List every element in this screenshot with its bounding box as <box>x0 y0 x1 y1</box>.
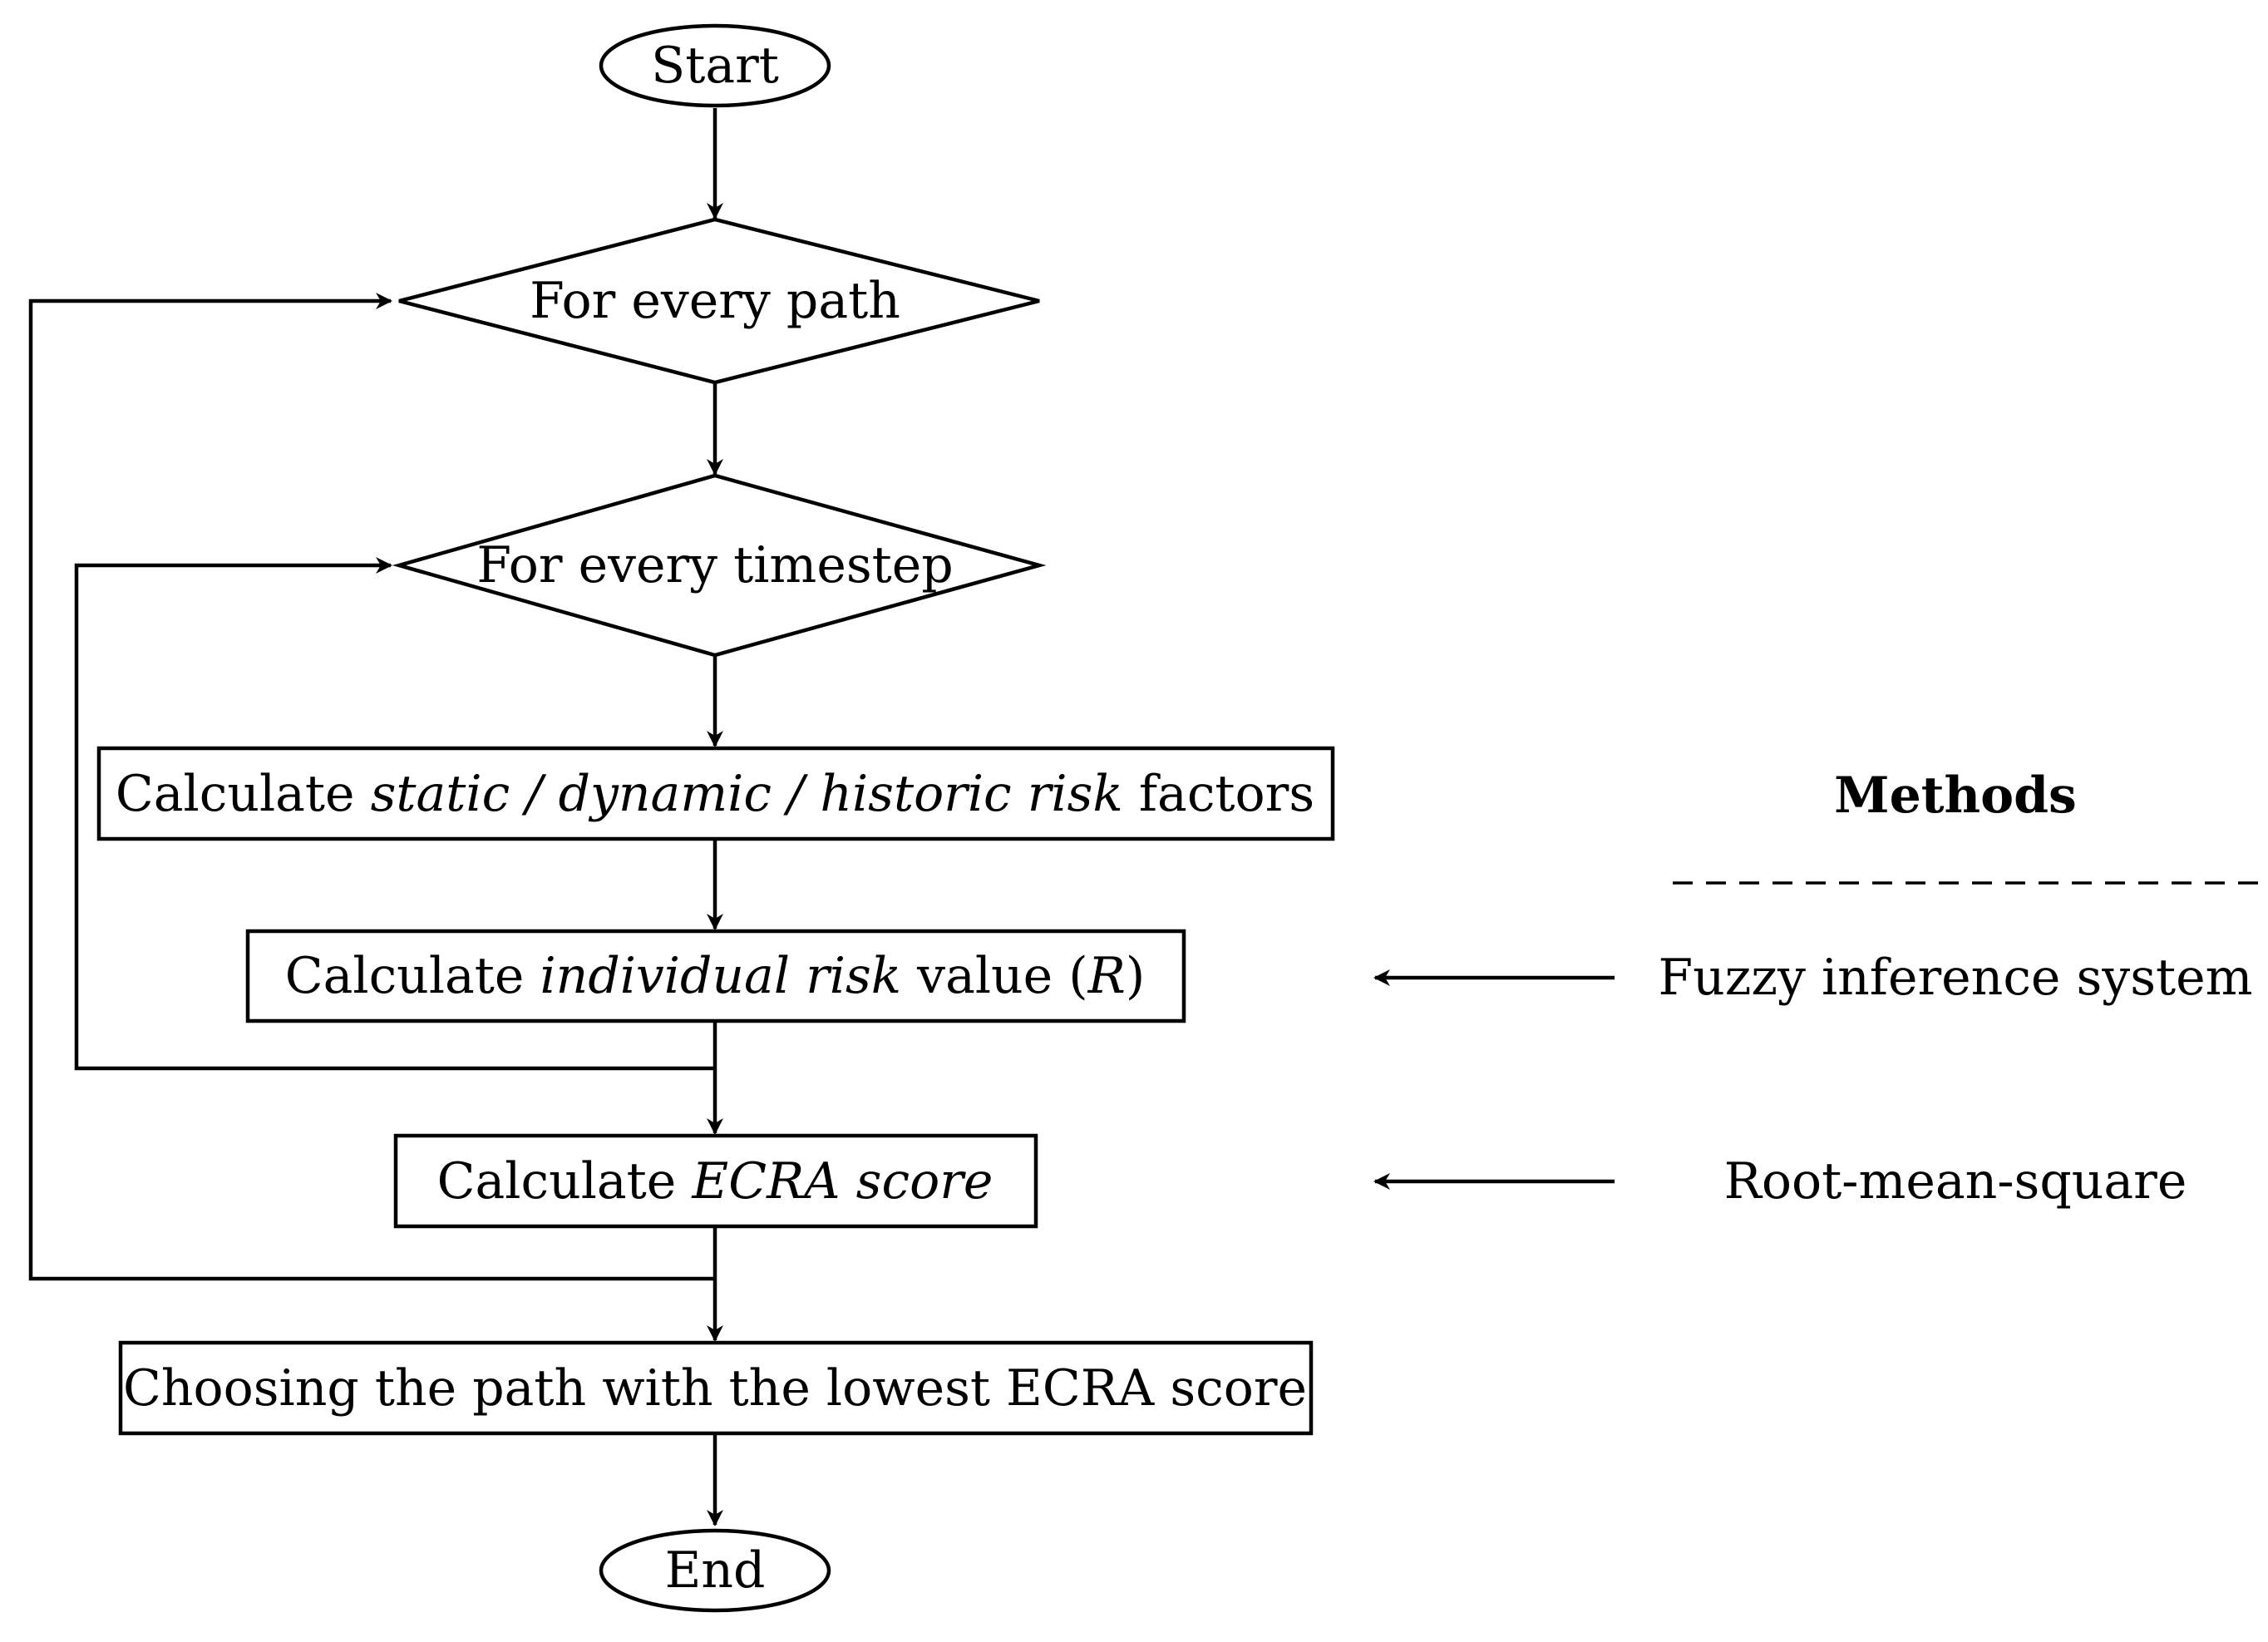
calculate-risk-factors-suffix: factors <box>1123 765 1314 823</box>
for-every-path-label: For every path <box>530 272 900 330</box>
choose-path-label: Choosing the path with the lowest ECRA s… <box>123 1359 1307 1418</box>
calculate-individual-risk-process: Calculate individual risk value (R) <box>245 929 1186 1023</box>
for-every-path-decision: For every path <box>398 217 1040 385</box>
calculate-individual-risk-prefix: Calculate <box>285 947 540 1005</box>
method-root-mean-square-label: Root-mean-square <box>1724 1152 2187 1211</box>
calculate-risk-factors-process: Calculate static / dynamic / historic ri… <box>96 746 1335 841</box>
for-every-timestep-label: For every timestep <box>476 536 953 594</box>
calculate-individual-risk-suffix: ) <box>1126 947 1145 1005</box>
start-terminal: Start <box>599 23 831 108</box>
loop-path-arrow <box>28 293 715 1281</box>
start-label: Start <box>651 37 779 95</box>
for-every-timestep-decision: For every timestep <box>392 473 1047 658</box>
loop-timestep-arrow <box>74 557 715 1071</box>
method-fuzzy-inference-label: Fuzzy inference system <box>1658 949 2252 1007</box>
calculate-individual-risk-middle: value ( <box>901 947 1088 1005</box>
calculate-individual-risk-italic: individual risk <box>540 947 901 1005</box>
calculate-risk-factors-label: Calculate static / dynamic / historic ri… <box>116 765 1314 823</box>
end-terminal: End <box>599 1528 831 1613</box>
calculate-risk-factors-italic: static / dynamic / historic risk <box>371 765 1123 823</box>
methods-title: Methods <box>1834 767 2077 825</box>
calculate-individual-risk-symbol: R <box>1087 947 1126 1005</box>
calculate-ecra-score-process: Calculate ECRA score <box>393 1133 1038 1229</box>
calculate-ecra-score-label: Calculate ECRA score <box>437 1152 993 1211</box>
calculate-individual-risk-label: Calculate individual risk value (R) <box>285 947 1146 1005</box>
calculate-ecra-score-italic: ECRA score <box>691 1152 993 1211</box>
end-label: End <box>665 1541 766 1600</box>
calculate-ecra-score-prefix: Calculate <box>437 1152 693 1211</box>
calculate-risk-factors-prefix: Calculate <box>116 765 371 823</box>
choose-path-process: Choosing the path with the lowest ECRA s… <box>118 1340 1314 1436</box>
